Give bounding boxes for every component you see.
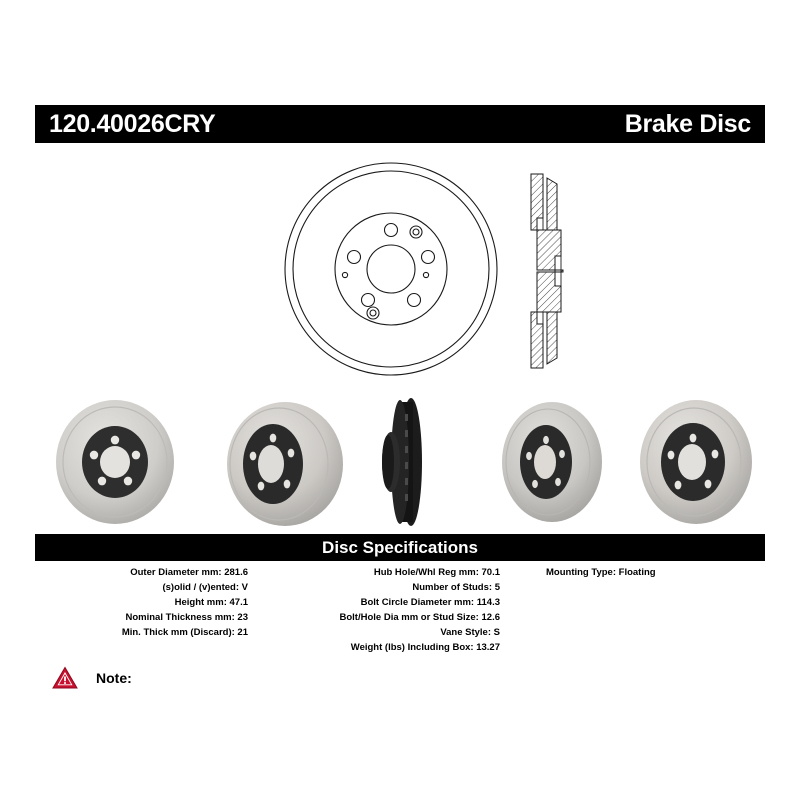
spec-label: Min. Thick mm (Discard): bbox=[121, 627, 235, 638]
spec-column-right: Mounting Type: Floating bbox=[510, 565, 765, 655]
part-number: 120.40026CRY bbox=[49, 109, 216, 138]
spec-row: Bolt/Hole Dia mm or Stud Size: 12.6 bbox=[340, 610, 501, 625]
spec-row: Nominal Thickness mm: 23 bbox=[126, 610, 249, 625]
product-type-label: Brake Disc bbox=[624, 109, 752, 138]
spec-row: Number of Studs: 5 bbox=[412, 580, 500, 595]
rotor-front-face-photo bbox=[56, 400, 174, 524]
spec-value: 70.1 bbox=[481, 567, 501, 578]
rotor-edge-profile-photo bbox=[382, 398, 422, 526]
warning-triangle-icon bbox=[52, 666, 78, 689]
spec-value: Floating bbox=[618, 567, 656, 578]
technical-drawing-area bbox=[35, 150, 765, 390]
spec-label: Number of Studs: bbox=[412, 582, 493, 593]
product-header-bar: 120.40026CRY Brake Disc bbox=[35, 105, 765, 143]
note-section: Note: bbox=[52, 666, 132, 690]
spec-row: Vane Style: S bbox=[440, 625, 500, 640]
spec-row: Mounting Type: Floating bbox=[546, 565, 656, 580]
spec-label: Bolt Circle Diameter mm: bbox=[360, 597, 475, 608]
spec-value: S bbox=[493, 627, 500, 638]
spec-label: Weight (lbs) Including Box: bbox=[350, 642, 474, 653]
specifications-title: Disc Specifications bbox=[322, 538, 478, 557]
spec-row: Outer Diameter mm: 281.6 bbox=[130, 565, 248, 580]
spec-value: 5 bbox=[494, 582, 500, 593]
spec-label: Hub Hole/Whl Reg mm: bbox=[373, 567, 479, 578]
spec-value: V bbox=[241, 582, 248, 593]
spec-value: 13.27 bbox=[476, 642, 500, 653]
disc-specifications-bar: Disc Specifications bbox=[35, 534, 765, 561]
rotor-angled-face-photo bbox=[227, 402, 343, 526]
spec-row: Hub Hole/Whl Reg mm: 70.1 bbox=[374, 565, 500, 580]
note-label: Note: bbox=[96, 670, 132, 686]
spec-value: 47.1 bbox=[229, 597, 249, 608]
spec-label: Mounting Type: bbox=[546, 567, 617, 578]
rotor-tilted-hub-photo bbox=[502, 402, 602, 522]
product-photo-row bbox=[35, 396, 765, 528]
spec-row: Height mm: 47.1 bbox=[175, 595, 248, 610]
spec-row: (s)olid / (v)ented: V bbox=[162, 580, 248, 595]
disc-face-engineering-drawing bbox=[284, 162, 498, 376]
spec-value: 23 bbox=[237, 612, 248, 623]
disc-cross-section-drawing bbox=[530, 173, 564, 369]
spec-label: Nominal Thickness mm: bbox=[125, 612, 235, 623]
spec-value: 281.6 bbox=[224, 567, 248, 578]
spec-label: (s)olid / (v)ented: bbox=[162, 582, 240, 593]
spec-row: Min. Thick mm (Discard): 21 bbox=[122, 625, 248, 640]
spec-label: Bolt/Hole Dia mm or Stud Size: bbox=[339, 612, 479, 623]
spec-value: 114.3 bbox=[476, 597, 500, 608]
spec-value: 21 bbox=[237, 627, 248, 638]
spec-label: Vane Style: bbox=[440, 627, 492, 638]
spec-row: Bolt Circle Diameter mm: 114.3 bbox=[361, 595, 500, 610]
rotor-hub-face-photo bbox=[640, 400, 752, 524]
spec-label: Outer Diameter mm: bbox=[130, 567, 222, 578]
spec-value: 12.6 bbox=[481, 612, 501, 623]
specifications-table: Outer Diameter mm: 281.6 (s)olid / (v)en… bbox=[35, 565, 765, 655]
spec-label: Height mm: bbox=[174, 597, 227, 608]
spec-row: Weight (lbs) Including Box: 13.27 bbox=[351, 640, 500, 655]
spec-column-middle: Hub Hole/Whl Reg mm: 70.1 Number of Stud… bbox=[260, 565, 510, 655]
spec-column-left: Outer Diameter mm: 281.6 (s)olid / (v)en… bbox=[35, 565, 260, 655]
